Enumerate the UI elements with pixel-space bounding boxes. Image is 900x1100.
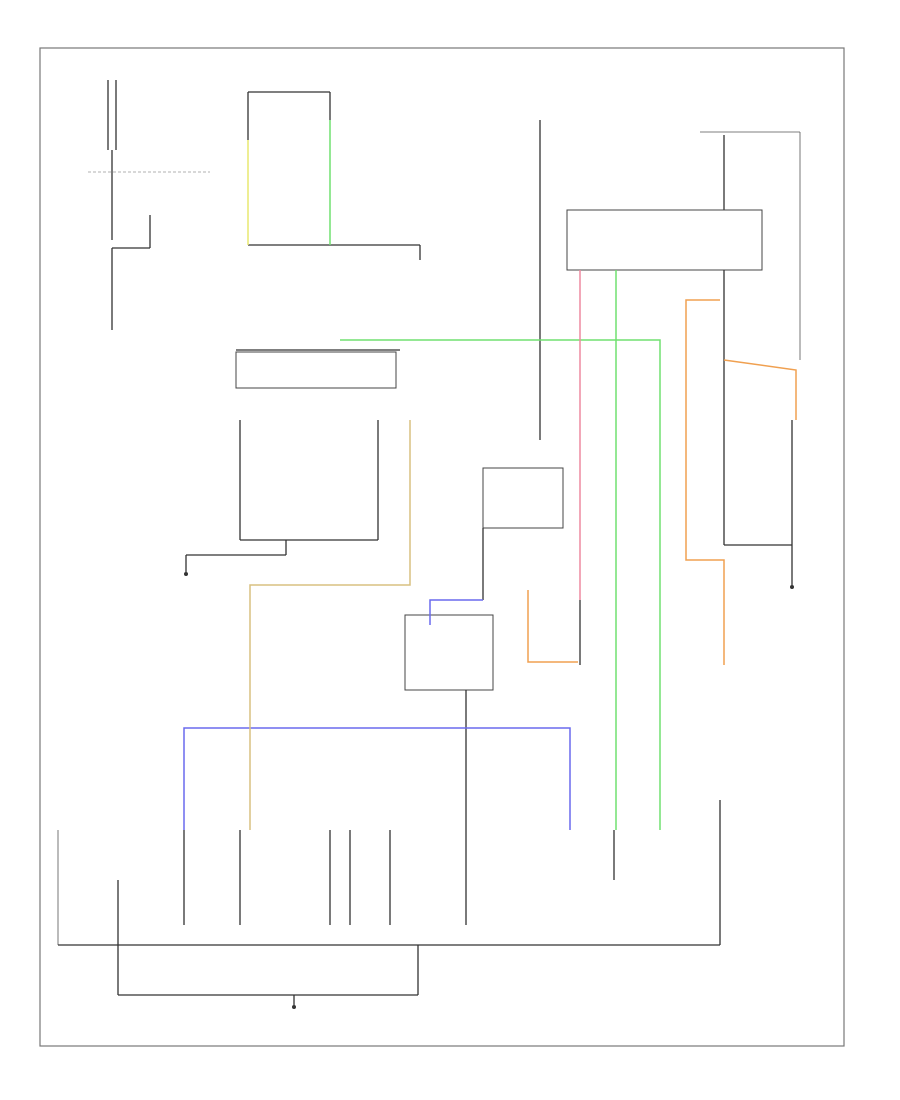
relay-box-right (566, 209, 763, 271)
blue-wire (183, 727, 571, 830)
diagram-frame (39, 47, 845, 1047)
control-unit-box (404, 614, 494, 691)
orange-wire (685, 299, 725, 665)
relay-module-box (482, 467, 564, 529)
left-fuse-supply (88, 80, 210, 330)
orange-wire-b (723, 359, 797, 420)
headlight-relay-box (235, 351, 397, 389)
colored-wires (183, 120, 797, 830)
green-wire-b (340, 339, 661, 830)
right-fuse-relay (566, 131, 801, 589)
bottom-switches (57, 800, 721, 1009)
mid-relay-module (404, 120, 581, 830)
tan-wire (249, 420, 411, 830)
headlight-fuse-block (184, 91, 421, 576)
blue-wire-short (429, 599, 483, 625)
orange-wire-c (527, 590, 578, 663)
